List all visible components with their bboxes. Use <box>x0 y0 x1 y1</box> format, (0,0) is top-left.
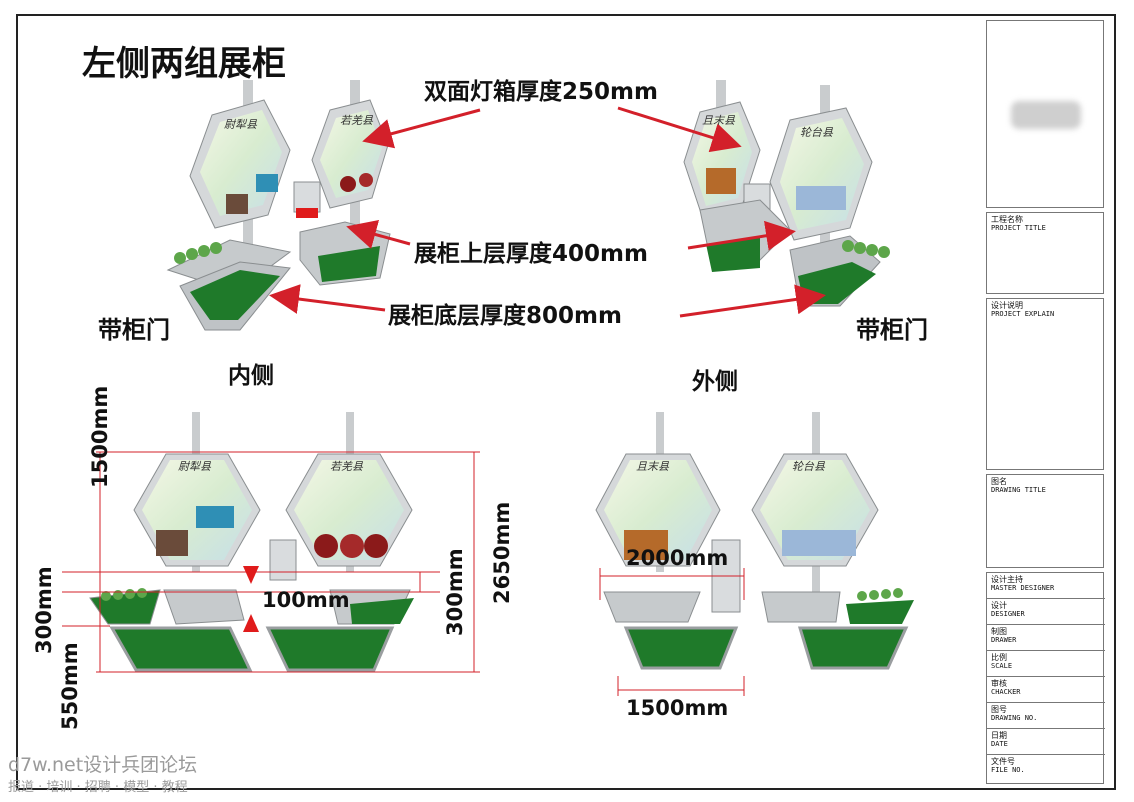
panel-title: 若羌县 <box>330 460 364 473</box>
panel-photo <box>156 530 188 556</box>
arrow <box>362 108 481 149</box>
cabinet-bottom <box>109 626 253 672</box>
plant <box>101 591 111 601</box>
plant <box>210 242 222 254</box>
outer-view-label: 外侧 <box>692 369 738 395</box>
display-case <box>293 181 321 213</box>
panel-photo <box>364 534 388 558</box>
arrow <box>346 219 411 249</box>
cabinet-green-front <box>190 270 280 320</box>
panel-photo <box>706 168 736 194</box>
panel-title: 轮台县 <box>792 460 826 473</box>
plant <box>186 248 198 260</box>
plant <box>137 588 147 598</box>
panel-photo <box>624 530 668 560</box>
inner-elevation <box>62 412 480 673</box>
panel-title: 且末县 <box>636 460 670 473</box>
dimension-arrow <box>243 566 259 584</box>
dimension-300-right: 300mm <box>443 548 467 636</box>
panel-title: 且末县 <box>702 114 736 127</box>
cabinet-door-label: 带柜门 <box>98 316 170 344</box>
cabinet-bottom <box>797 626 909 670</box>
lightbox-thickness-label: 双面灯箱厚度250mm <box>424 79 658 105</box>
plant <box>198 245 210 257</box>
cabinet-bottom <box>623 626 739 670</box>
dimension-1500-vertical: 1500mm <box>88 385 112 488</box>
blurred-logo <box>1011 101 1081 129</box>
display-case-top <box>296 208 318 218</box>
dimension-550-vertical: 550mm <box>58 642 82 730</box>
dimension-1500-horizontal: 1500mm <box>626 696 729 720</box>
dimension-2000: 2000mm <box>626 546 729 570</box>
cabinet-green-front <box>318 246 380 282</box>
panel-title: 若羌县 <box>340 114 374 127</box>
watermark-site: d7w.net设计兵团论坛 <box>8 754 198 776</box>
panel-photo <box>340 176 356 192</box>
upper-layer-label: 展柜上层厚度400mm <box>414 241 648 267</box>
plant <box>881 589 891 599</box>
panel-title: 轮台县 <box>800 126 834 139</box>
display-case <box>269 539 297 581</box>
plant <box>893 588 903 598</box>
top-left-3d-view <box>166 80 391 331</box>
dimension-2650: 2650mm <box>490 501 514 604</box>
cabinet-bottom <box>265 626 395 672</box>
drawing-frame <box>16 14 1116 790</box>
cabinet-upper <box>761 591 841 623</box>
panel-photo <box>256 174 278 192</box>
cabinet-upper <box>163 589 245 625</box>
cabinet-green-front <box>706 236 760 272</box>
panel-photo <box>359 173 373 187</box>
annotation-arrows <box>269 106 826 318</box>
page-title: 左侧两组展柜 <box>82 44 286 84</box>
dimension-arrow <box>243 614 259 632</box>
cabinet-green-front <box>846 600 914 624</box>
arrow <box>687 220 796 251</box>
plant <box>174 252 186 264</box>
arrow <box>617 106 742 153</box>
cabinet-upper <box>603 591 701 623</box>
plant <box>854 242 866 254</box>
cabinet-green-front <box>350 598 414 624</box>
plant <box>866 244 878 256</box>
arrow <box>269 284 386 314</box>
arrow <box>679 284 826 318</box>
plant <box>842 240 854 252</box>
dimension-100: 100mm <box>262 588 350 612</box>
panel-photo <box>796 186 846 210</box>
dimension-300-vertical: 300mm <box>32 566 56 654</box>
outer-elevation <box>595 412 914 696</box>
panel-photo <box>314 534 338 558</box>
plant <box>125 589 135 599</box>
panel-photo <box>226 194 248 214</box>
plant <box>878 246 890 258</box>
panel-title: 尉犁县 <box>224 118 258 131</box>
panel-photo <box>782 530 856 556</box>
panel-photo <box>196 506 234 528</box>
panel-title: 尉犁县 <box>178 460 212 473</box>
plant <box>869 590 879 600</box>
inner-view-label: 内侧 <box>228 363 274 389</box>
plant <box>857 591 867 601</box>
panel-photo <box>340 534 364 558</box>
bottom-layer-label: 展柜底层厚度800mm <box>388 303 622 329</box>
cabinet-door-label: 带柜门 <box>856 316 928 344</box>
logo-cell <box>986 20 1104 208</box>
watermark-tagline: 报道 · 培训 · 招聘 · 模型 · 教程 <box>8 780 188 795</box>
